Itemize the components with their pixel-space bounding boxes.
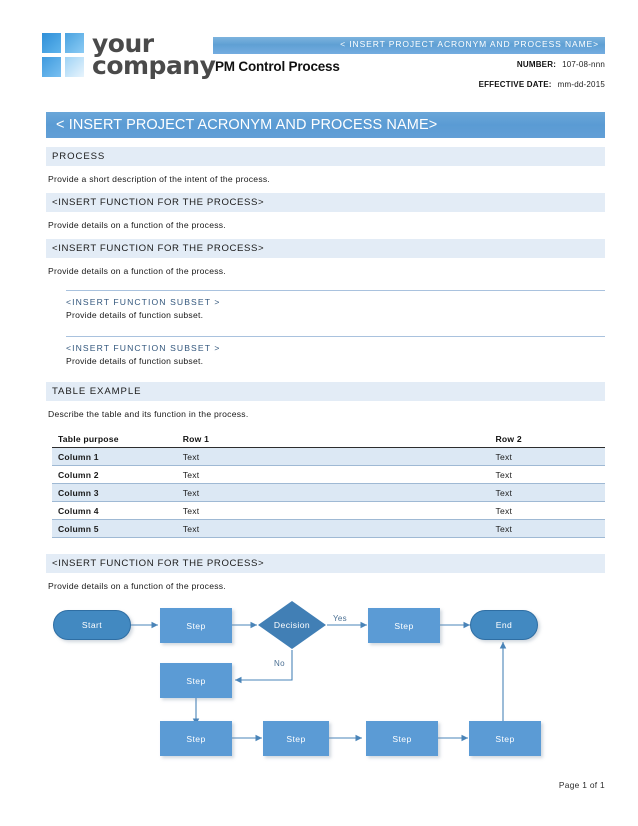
table-cell-value-1: Text [176,465,490,484]
table-cell-value-2: Text [489,447,605,466]
header-metadata: NUMBER: 107-08-nnn EFFECTIVE DATE: mm-dd-2… [285,60,605,100]
table-row: Column 2 Text Text [52,465,605,484]
table-cell-label: Column 1 [52,447,177,466]
section-heading-process: PROCESS [46,147,605,166]
flow-node-step-1-label: Step [186,620,206,631]
header-effective-date-row: EFFECTIVE DATE: mm-dd-2015 [285,80,605,89]
flow-node-end: End [470,610,538,640]
effective-date-label: EFFECTIVE DATE: [478,80,552,89]
table-column-header-2: Row 2 [489,430,605,448]
flow-node-step-6: Step [366,721,438,756]
flow-node-start: Start [53,610,131,640]
flow-edge-label-yes: Yes [333,614,347,623]
flow-node-step-5-label: Step [286,733,306,744]
subset-block-2: <INSERT FUNCTION SUBSET > Provide detail… [66,336,605,366]
flowchart-connectors [130,621,507,742]
table-cell-label: Column 3 [52,483,177,502]
table-cell-label: Column 5 [52,519,177,538]
logo-square-2 [65,33,84,53]
logo-square-1 [42,33,61,53]
section-text-process: Provide a short description of the inten… [48,174,271,184]
logo-squares-icon [42,33,84,77]
flow-node-step-5: Step [263,721,329,756]
subset-block-1: <INSERT FUNCTION SUBSET > Provide detail… [66,290,605,320]
header-strip-text: < INSERT PROJECT ACRONYM AND PROCESS NAM… [340,39,599,49]
table-row: Column 4 Text Text [52,501,605,520]
section-text-function-2: Provide details on a function of the pro… [48,266,226,276]
table-cell-value-1: Text [176,483,490,502]
section-text-function-3: Provide details on a function of the pro… [48,581,226,591]
subset-text-1: Provide details of function subset. [66,310,204,320]
table-column-header-1: Row 1 [176,430,490,448]
flow-node-step-3-label: Step [186,675,206,686]
number-label: NUMBER: [516,60,557,69]
table-cell-value-1: Text [176,519,490,538]
table-cell-label: Column 4 [52,501,177,520]
diamond-shape-icon [258,601,326,649]
table-header-row: Table purpose Row 1 Row 2 [52,430,605,448]
flow-node-step-3: Step [160,663,232,698]
flow-node-step-7: Step [469,721,541,756]
logo-wordmark: your company [92,29,216,80]
page-title-banner: < INSERT PROJECT ACRONYM AND PROCESS NAM… [46,112,605,138]
subset-text-2: Provide details of function subset. [66,356,204,366]
flow-node-decision-label: Decision [273,620,311,630]
flow-node-end-label: End [495,620,513,630]
table-row: Column 1 Text Text [52,447,605,466]
flow-node-step-4: Step [160,721,232,756]
company-logo: your company [42,29,216,80]
table-column-header-0: Table purpose [52,430,177,448]
document-header: your company < INSERT PROJECT ACRONYM AN… [0,0,638,104]
effective-date-value: mm-dd-2015 [557,80,605,89]
logo-square-4 [65,57,84,77]
document-title: PM Control Process [215,59,340,74]
example-table: Table purpose Row 1 Row 2 Column 1 Text … [52,430,605,538]
table-cell-value-1: Text [176,447,490,466]
header-number-row: NUMBER: 107-08-nnn [285,60,605,69]
section-text-function-1: Provide details on a function of the pro… [48,220,226,230]
table-body: Column 1 Text Text Column 2 Text Text Co… [52,447,605,538]
flow-node-step-4-label: Step [186,733,206,744]
section-heading-function-1: <INSERT FUNCTION FOR THE PROCESS> [46,193,605,212]
flow-node-step-7-label: Step [495,733,515,744]
flow-node-step-1: Step [160,608,232,643]
logo-line-2: company [92,51,216,80]
logo-line-1: your [92,29,154,58]
table-cell-value-2: Text [489,465,605,484]
table-cell-value-1: Text [176,501,490,520]
process-flowchart: Start Step Decision Step End Step Step [0,600,638,778]
logo-square-3 [42,57,61,77]
subset-heading-1: <INSERT FUNCTION SUBSET > [66,297,221,307]
flow-node-start-label: Start [81,620,103,630]
table-cell-value-2: Text [489,501,605,520]
flow-node-decision: Decision [257,600,327,650]
flow-node-step-6-label: Step [392,733,412,744]
table-cell-label: Column 2 [52,465,177,484]
header-blue-strip: < INSERT PROJECT ACRONYM AND PROCESS NAM… [213,37,605,54]
table-cell-value-2: Text [489,519,605,538]
section-heading-function-3: <INSERT FUNCTION FOR THE PROCESS> [46,554,605,573]
flow-edge-label-no: No [274,659,285,668]
table-row: Column 5 Text Text [52,519,605,538]
flow-node-step-2: Step [368,608,440,643]
table-row: Column 3 Text Text [52,483,605,502]
table-example-wrapper: Table purpose Row 1 Row 2 Column 1 Text … [52,430,605,538]
table-header: Table purpose Row 1 Row 2 [52,430,605,448]
page-footer: Page 1 of 1 [558,780,605,790]
number-value: 107-08-nnn [562,60,605,69]
section-heading-table-example: TABLE EXAMPLE [46,382,605,401]
section-heading-function-2: <INSERT FUNCTION FOR THE PROCESS> [46,239,605,258]
subset-heading-2: <INSERT FUNCTION SUBSET > [66,343,221,353]
flow-node-step-2-label: Step [394,620,414,631]
page-body: < INSERT PROJECT ACRONYM AND PROCESS NAM… [0,104,638,778]
table-cell-value-2: Text [489,483,605,502]
section-text-table-example: Describe the table and its function in t… [48,409,249,419]
